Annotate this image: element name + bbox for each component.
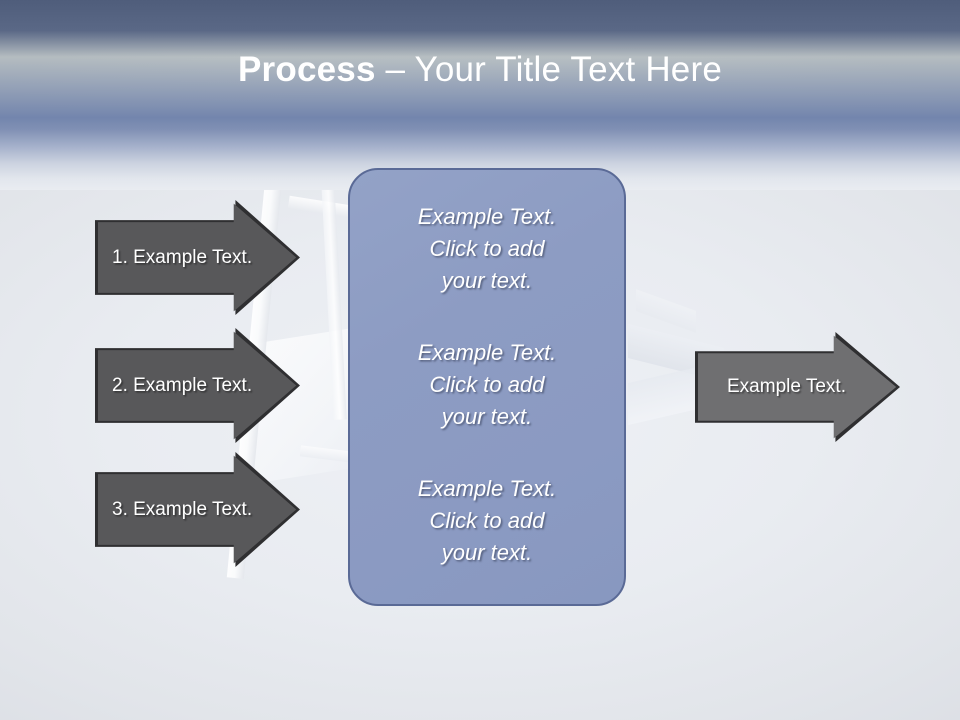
input-arrow-3[interactable]: 3. Example Text. bbox=[95, 452, 300, 567]
center-text-block-2[interactable]: Example Text. Click to add your text. bbox=[417, 340, 557, 429]
process-center-box[interactable]: Example Text. Click to add your text. Ex… bbox=[348, 168, 626, 606]
input-arrow-2[interactable]: 2. Example Text. bbox=[95, 328, 300, 443]
center-text-block-3[interactable]: Example Text. Click to add your text. bbox=[417, 476, 557, 565]
input-arrow-2-label: 2. Example Text. bbox=[112, 374, 253, 396]
output-arrow[interactable]: Example Text. bbox=[695, 332, 900, 442]
input-arrow-1-label: 1. Example Text. bbox=[112, 246, 253, 268]
input-arrow-3-label: 3. Example Text. bbox=[112, 498, 253, 520]
slide-title-strong: Process bbox=[238, 50, 376, 89]
input-arrow-1[interactable]: 1. Example Text. bbox=[95, 200, 300, 315]
slide-title-rest: – Your Title Text Here bbox=[375, 50, 722, 89]
output-arrow-label: Example Text. bbox=[727, 376, 846, 397]
center-text-block-1[interactable]: Example Text. Click to add your text. bbox=[417, 204, 557, 293]
header-gradient-band bbox=[0, 0, 960, 190]
slide-title: Process – Your Title Text Here bbox=[0, 48, 960, 92]
